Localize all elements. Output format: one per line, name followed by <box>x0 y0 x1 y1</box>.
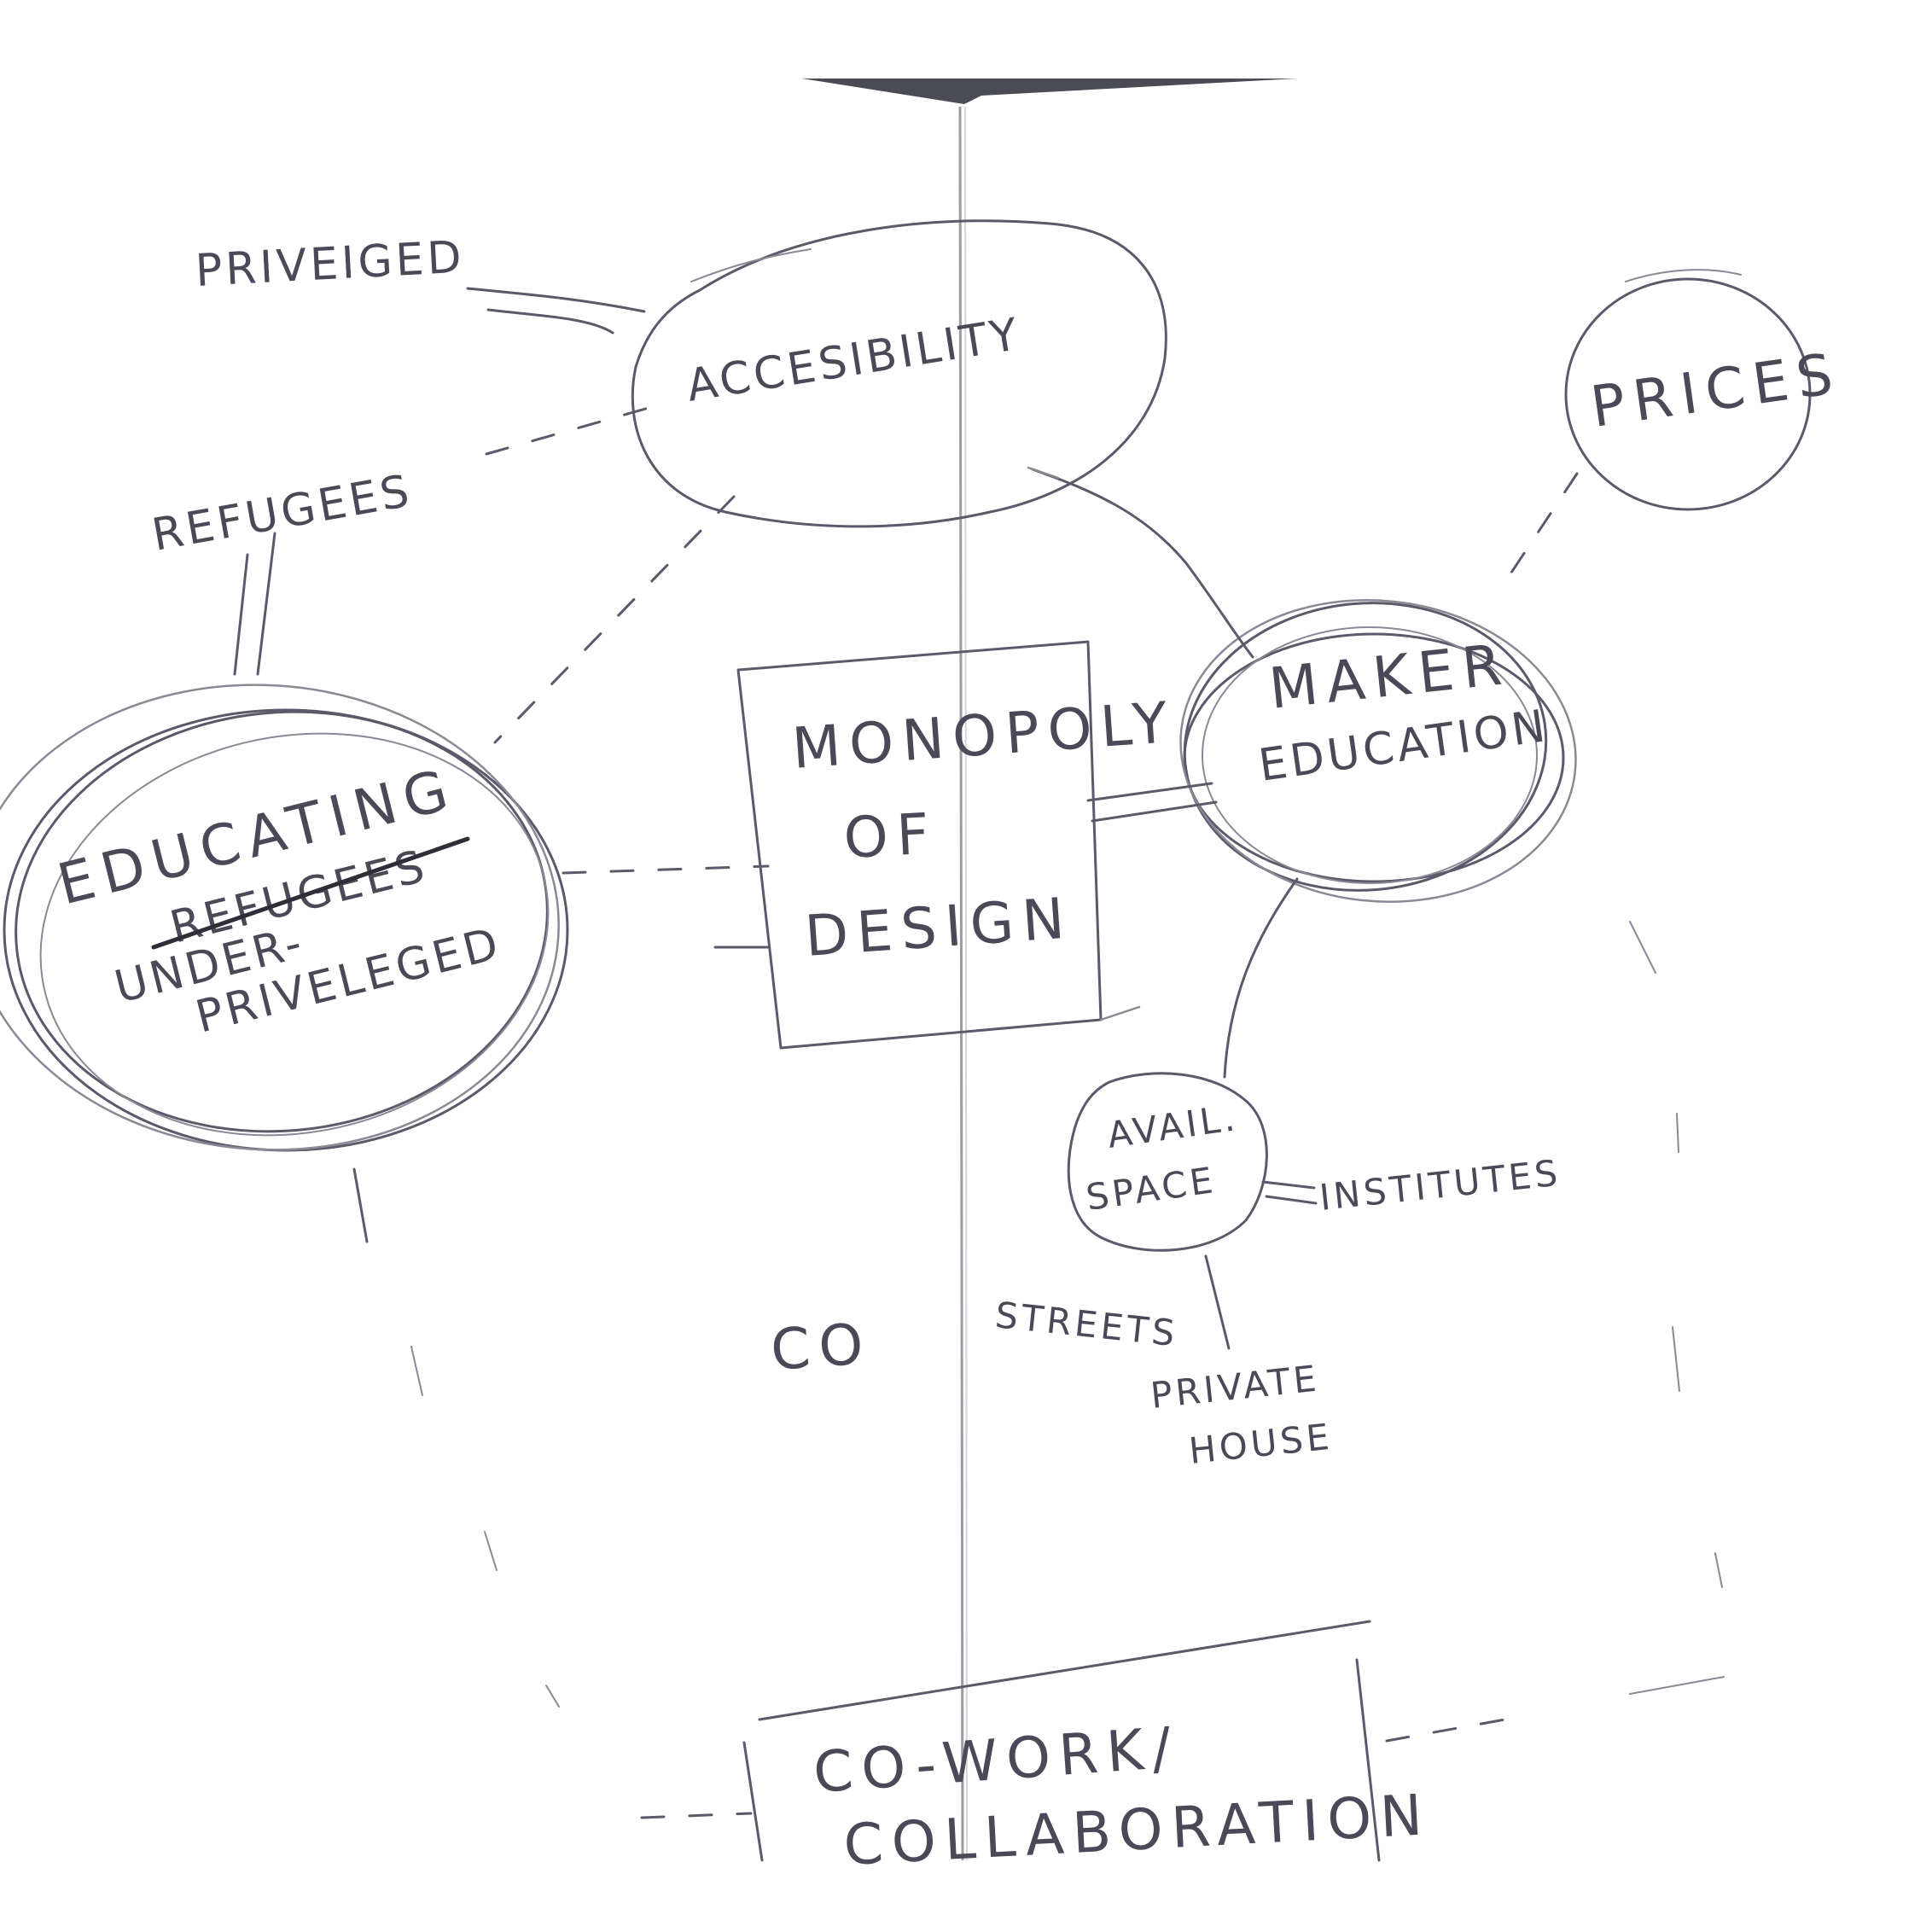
avail-to-private-house-line <box>1204 1254 1231 1350</box>
monopoly-bottom-tail <box>1099 1005 1141 1021</box>
right-guide-stroke-2 <box>1676 1113 1679 1153</box>
educating-to-monopoly-dashed <box>562 864 770 875</box>
educating-circle-stroke-3 <box>0 684 560 1151</box>
label-refugees: REFUGEES <box>148 465 416 562</box>
cowork-right-dashed <box>1385 1715 1521 1743</box>
maker-to-avail-line <box>1223 877 1299 1079</box>
avail-space-circle <box>1067 1072 1268 1252</box>
right-guide-stroke-3 <box>1672 1326 1680 1392</box>
privileged-connector <box>466 287 646 335</box>
label-privileged: PRIVEIGED <box>195 232 466 297</box>
prices-circle-stroke-2 <box>1625 269 1742 282</box>
left-guide-stroke-3 <box>484 1531 498 1571</box>
accessibility-to-maker-line <box>1031 468 1254 659</box>
label-private: PRIVATE <box>1149 1357 1322 1416</box>
right-guide-stroke-4 <box>1714 1552 1723 1588</box>
maker-circle-stroke-3 <box>1179 599 1577 903</box>
label-of: OF <box>842 800 940 871</box>
label-maker: MAKER <box>1266 631 1513 722</box>
label-avail: AVAIL. <box>1105 1097 1241 1156</box>
label-co-partial: CO <box>769 1311 874 1383</box>
cowork-box-left <box>742 1741 764 1862</box>
label-cowork: CO-WORK/ <box>812 1714 1182 1806</box>
maker-circle-stroke-2 <box>1183 602 1548 892</box>
label-house: HOUSE <box>1187 1416 1335 1472</box>
refugees-to-accessibility-dashed <box>485 406 650 456</box>
notebook-top-edge <box>802 79 1297 104</box>
educating-circle-stroke-4 <box>39 732 550 1137</box>
right-guide-dash <box>1629 1676 1725 1695</box>
cowork-left-dashed <box>640 1812 753 1819</box>
accessibility-blob-stroke-2 <box>690 248 812 282</box>
notebook-fold-shadow <box>964 106 968 1861</box>
accessibility-to-maker-tick <box>1027 466 1060 480</box>
prices-circle <box>1564 277 1812 511</box>
left-guide-stroke-2 <box>410 1346 423 1396</box>
notebook-fold-line <box>958 106 964 1861</box>
avail-to-institutes-double <box>1261 1180 1318 1205</box>
accessibility-to-educating-dashed <box>493 495 736 744</box>
label-monopoly: MONOPOLY <box>790 690 1178 782</box>
prices-to-maker-dashed <box>1504 472 1579 582</box>
left-guide-stroke-1 <box>352 1167 369 1243</box>
monopoly-to-maker-double <box>1086 782 1218 823</box>
left-guide-stroke-4 <box>545 1685 560 1708</box>
label-design: DESIGN <box>803 885 1075 969</box>
strikethrough-line <box>151 836 470 950</box>
cowork-box-top <box>758 1620 1371 1721</box>
label-streets: STREETS <box>993 1294 1180 1354</box>
maker-circle-stroke-4 <box>1202 626 1538 884</box>
label-accessibility: ACCESIBILITY <box>684 309 1025 412</box>
label-institutes: INSTITUTES <box>1318 1152 1562 1219</box>
refugees-double-connector <box>233 532 276 676</box>
label-space: SPACE <box>1084 1159 1219 1219</box>
cowork-box-right <box>1355 1658 1381 1862</box>
right-guide-stroke-1 <box>1629 921 1656 974</box>
